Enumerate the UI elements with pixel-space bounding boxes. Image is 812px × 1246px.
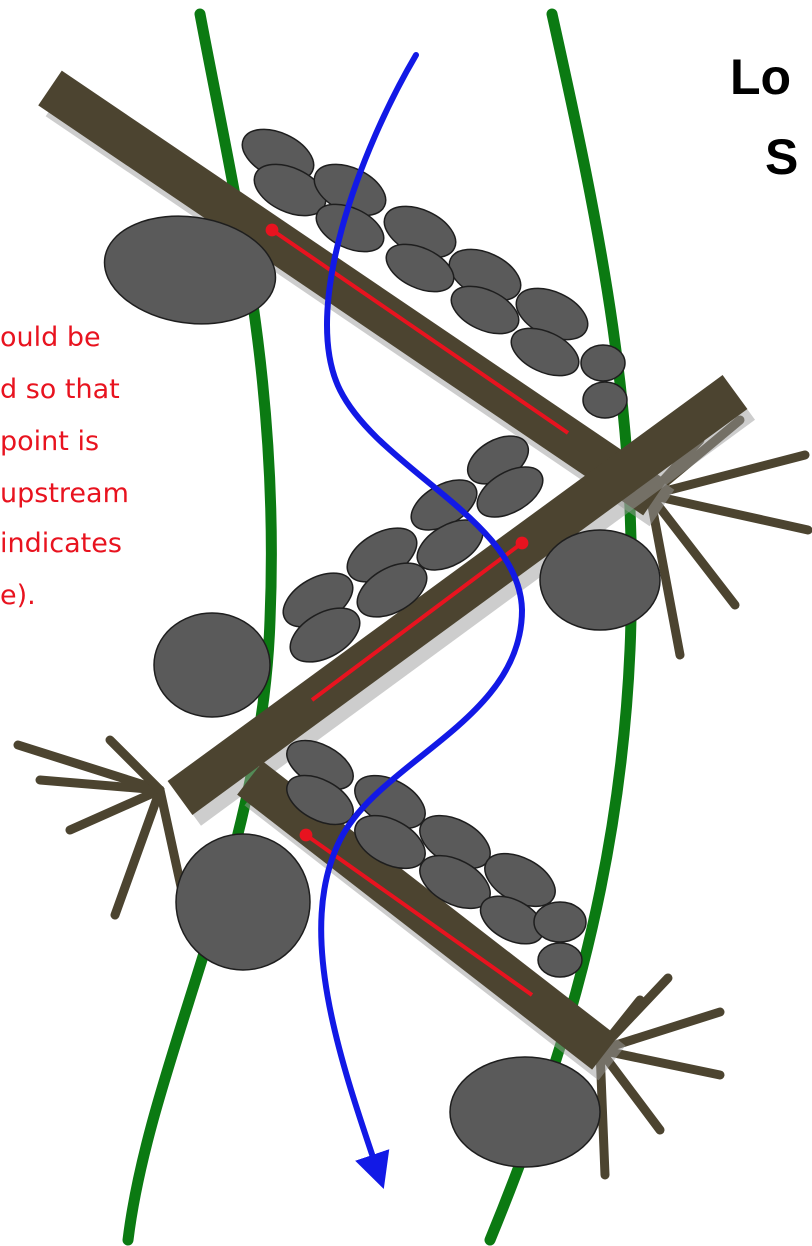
log-3-boulder-bottom (449, 1056, 601, 1168)
log-2 (167, 375, 748, 815)
log-2-rocks (282, 435, 544, 663)
note-line-4: upstream (0, 478, 129, 509)
note-line-1: ould be (0, 322, 101, 353)
log-3-rocks (286, 739, 587, 978)
log-2-boulder-right (539, 529, 661, 631)
log-2-red-line (310, 536, 529, 702)
flow-arrow (318, 52, 526, 1190)
log-3 (237, 761, 618, 1070)
log-1-rocks (241, 128, 628, 419)
log-3-boulder-left (175, 833, 311, 971)
title-line-2: S (765, 129, 799, 185)
title-line-1: Lo (730, 49, 792, 105)
note-line-3: point is (0, 426, 100, 457)
log-2-boulder-left (153, 612, 271, 718)
log-1 (38, 70, 667, 516)
log-1-red-line (265, 223, 570, 435)
log-2-group (13, 375, 756, 920)
log-1-boulder (103, 215, 277, 325)
log-2-rootwad (13, 735, 190, 920)
log-3-red-line (299, 828, 534, 997)
log-3-group (175, 739, 725, 1180)
note-line-2: d so that (0, 374, 120, 405)
log-3-rootwad (595, 973, 725, 1180)
log-1-group (38, 70, 812, 660)
note-line-6: e). (0, 580, 36, 611)
note-line-5: indicates (0, 528, 122, 559)
